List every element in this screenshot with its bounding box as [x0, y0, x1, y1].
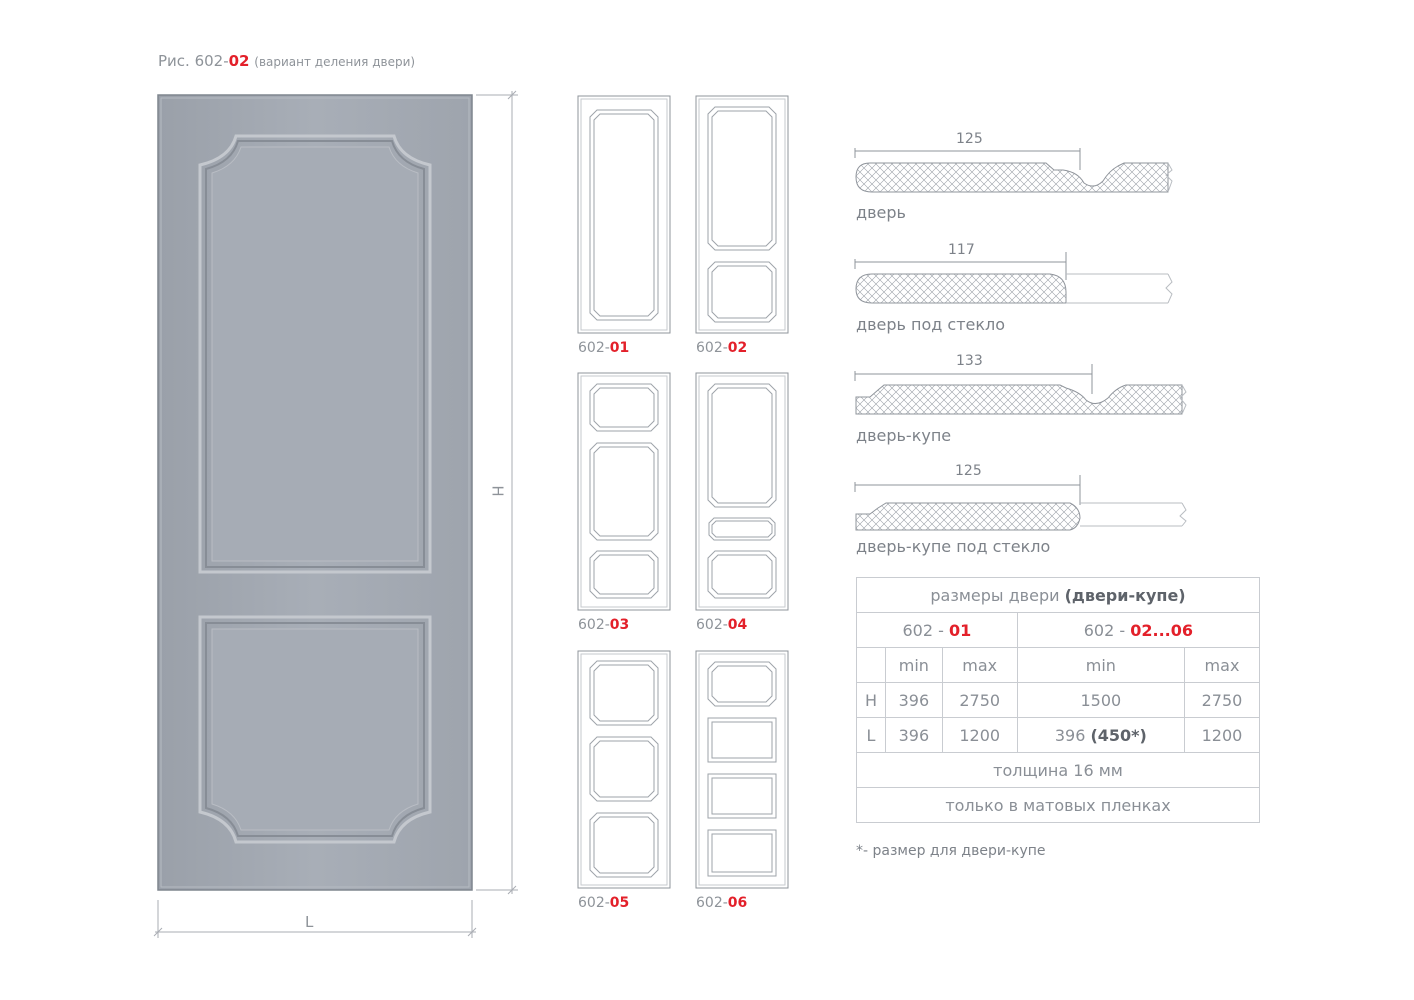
cell: 2750 [1183, 682, 1261, 718]
variant-602-03 [577, 372, 671, 611]
main-door [157, 94, 473, 891]
table-row: L 396 1200 396 (450*) 1200 [856, 717, 1261, 753]
cell: 1200 [941, 717, 1018, 753]
size-table: размеры двери (двери-купе) 602 - 01 602 … [856, 577, 1261, 823]
variant-label: 602-06 [696, 895, 748, 911]
variant-label: 602-02 [696, 340, 748, 356]
variant-label: 602-01 [578, 340, 630, 356]
variant-602-05 [577, 650, 671, 889]
profile-caption: дверь-купе [856, 426, 952, 445]
thickness-row: толщина 16 мм [856, 752, 1260, 788]
variant-label: 602-04 [696, 617, 748, 633]
cell: 1200 [1183, 717, 1261, 753]
group-header-602-02-06: 602 - 02...06 [1016, 612, 1261, 648]
col-min: min [885, 647, 943, 683]
variant-602-01 [577, 95, 671, 334]
width-label: L [305, 913, 314, 931]
profile-dimension: 125 [956, 131, 983, 147]
row-label: L [856, 717, 886, 753]
group-header-602-01: 602 - 01 [856, 612, 1018, 648]
table-row: H 396 2750 1500 2750 [856, 682, 1261, 718]
profile-door-glass [854, 252, 1173, 304]
cell: 1500 [1016, 682, 1185, 718]
corner-cell [856, 647, 886, 683]
variant-label: 602-03 [578, 617, 630, 633]
upper-panel [198, 134, 432, 574]
variant-thumbnails [577, 95, 789, 889]
table-title: размеры двери (двери-купе) [856, 577, 1260, 613]
caption-note: (вариант деления двери) [254, 55, 416, 69]
cell: 396 [885, 682, 943, 718]
profile-caption: дверь-купе под стекло [856, 537, 1051, 556]
figure-caption: Рис. 602-02 (вариант деления двери) [158, 52, 416, 70]
finish-row: только в матовых пленках [856, 787, 1260, 823]
lower-panel [198, 615, 432, 844]
caption-code: 02 [228, 52, 250, 70]
cell: 396 [885, 717, 943, 753]
row-label: H [856, 682, 886, 718]
cell: 2750 [941, 682, 1018, 718]
profile-sections [854, 148, 1187, 531]
footnote: *- размер для двери-купе [856, 843, 1046, 859]
variant-602-02 [695, 95, 789, 334]
dimension-lines [153, 90, 518, 938]
variant-602-04 [695, 372, 789, 611]
col-max: max [941, 647, 1018, 683]
variant-602-06 [695, 650, 789, 889]
col-max: max [1183, 647, 1261, 683]
col-min: min [1016, 647, 1185, 683]
profile-dimension: 133 [956, 353, 983, 369]
profile-door [854, 148, 1173, 193]
profile-dimension: 125 [955, 463, 982, 479]
cell: 396 (450*) [1016, 717, 1185, 753]
variant-label: 602-05 [578, 895, 630, 911]
profile-caption: дверь под стекло [856, 315, 1006, 334]
profile-dimension: 117 [948, 242, 975, 258]
profile-caption: дверь [856, 203, 906, 222]
profile-coupe [854, 364, 1187, 415]
profile-coupe-glass [854, 475, 1187, 531]
height-label: H [488, 485, 507, 497]
